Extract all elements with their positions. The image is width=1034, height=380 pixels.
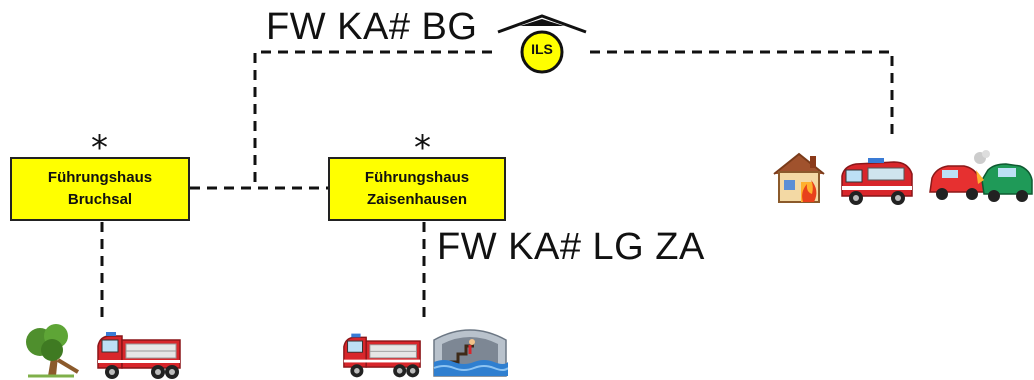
fire-truck-icon	[343, 333, 421, 378]
label-fw-ka-bg: FW KA# BG	[266, 6, 478, 48]
ils-logo-text: ILS	[531, 41, 553, 57]
line-ils-to-bruchsal-link	[253, 50, 492, 188]
house-fire-icon	[773, 152, 825, 203]
line-ils-to-incidents	[590, 50, 894, 140]
fire-truck-icon	[97, 332, 181, 379]
car-crash-icon	[929, 150, 1033, 202]
fuehrungshaus-zaisenhausen-box: Führungshaus Zaisenhausen	[328, 157, 506, 221]
ils-logo-icon	[497, 14, 587, 74]
zaisenhausen-line1: Führungshaus	[364, 169, 470, 186]
label-fw-ka-lg-za: FW KA# LG ZA	[437, 226, 705, 268]
zaisenhausen-line2: Zaisenhausen	[366, 191, 468, 208]
fuehrungshaus-bruchsal-box: Führungshaus Bruchsal	[10, 157, 190, 221]
bruchsal-line1: Führungshaus	[47, 169, 153, 186]
storm-tree-icon	[26, 324, 80, 378]
bruchsal-line2: Bruchsal	[67, 191, 133, 208]
flooded-cellar-icon	[433, 329, 508, 377]
fire-van-icon	[841, 158, 913, 205]
